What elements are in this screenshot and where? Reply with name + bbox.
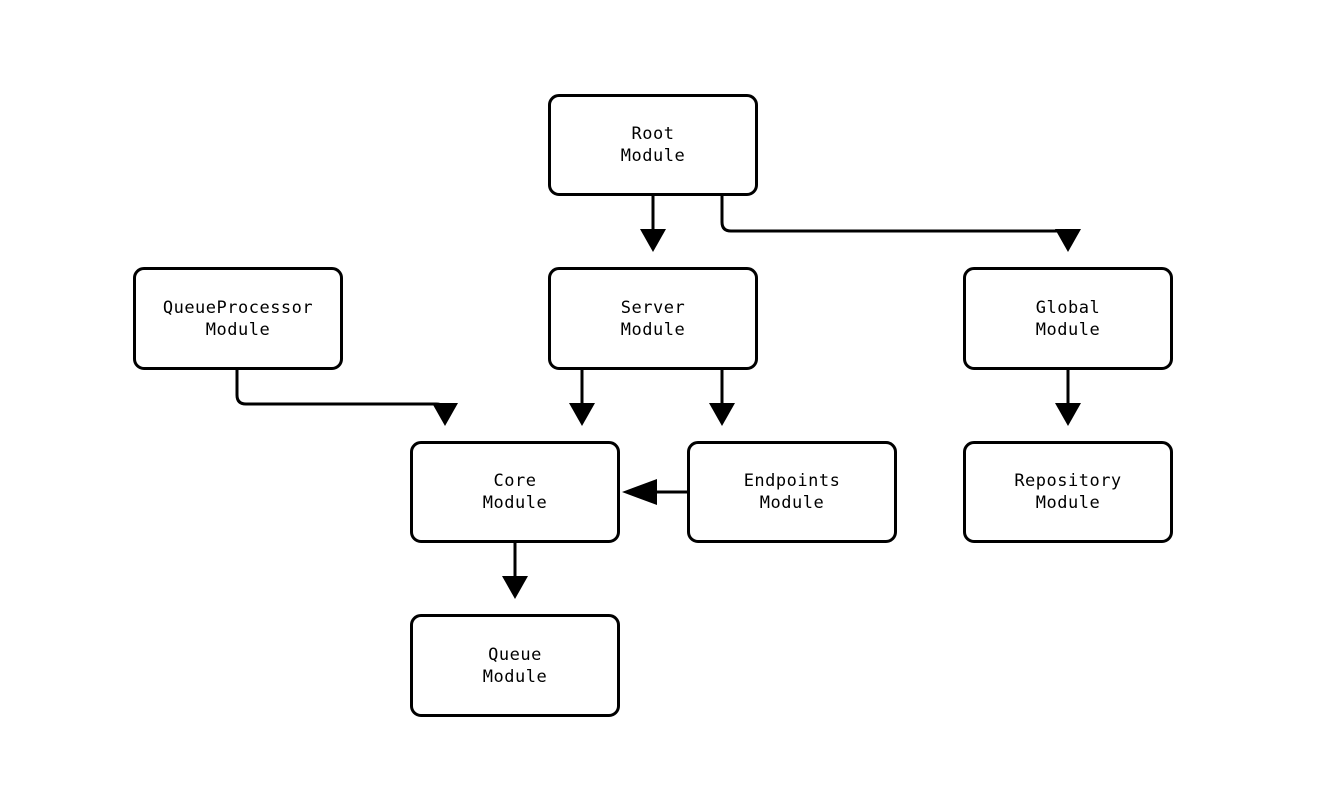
node-endpoints-module-name: Endpoints [743, 471, 841, 491]
node-core-module-name: Core [493, 471, 537, 491]
node-global-module-name: Global [1035, 297, 1101, 318]
node-queueprocessor-module-suffix: Module [205, 319, 271, 340]
node-queue-module[interactable]: Queue Module [410, 614, 620, 717]
edge-queueprocessor-to-core-head [432, 403, 458, 426]
node-queue-module-name: Queue [488, 644, 542, 665]
edge-root-to-global-head [1055, 229, 1081, 252]
edge-server-to-core-head [569, 403, 595, 426]
node-server-module[interactable]: Server Module [548, 267, 758, 370]
node-root-module-suffix: Module [620, 146, 686, 166]
node-global-module[interactable]: Global Module [963, 267, 1173, 370]
node-repository-module[interactable]: Repository Module [963, 441, 1173, 543]
node-root-module[interactable]: Root Module [548, 94, 758, 196]
edge-root-to-server-head [640, 229, 666, 252]
node-repository-module-suffix: Module [1035, 493, 1101, 513]
edge-core-to-queue-head [502, 576, 528, 599]
node-root-module-name: Root [631, 124, 675, 144]
node-repository-module-name: Repository [1014, 471, 1122, 491]
node-endpoints-module-suffix: Module [759, 493, 825, 513]
edge-endpoints-to-core-head [622, 479, 657, 505]
node-core-module-suffix: Module [482, 493, 548, 513]
node-endpoints-module[interactable]: Endpoints Module [687, 441, 897, 543]
edge-global-to-repository-head [1055, 403, 1081, 426]
node-global-module-suffix: Module [1035, 319, 1101, 340]
edge-server-to-endpoints-head [709, 403, 735, 426]
node-server-module-suffix: Module [620, 319, 686, 340]
node-server-module-name: Server [620, 297, 686, 318]
node-queue-module-suffix: Module [482, 666, 548, 687]
node-core-module[interactable]: Core Module [410, 441, 620, 543]
node-queueprocessor-module-name: QueueProcessor [162, 297, 314, 318]
node-queueprocessor-module[interactable]: QueueProcessor Module [133, 267, 343, 370]
